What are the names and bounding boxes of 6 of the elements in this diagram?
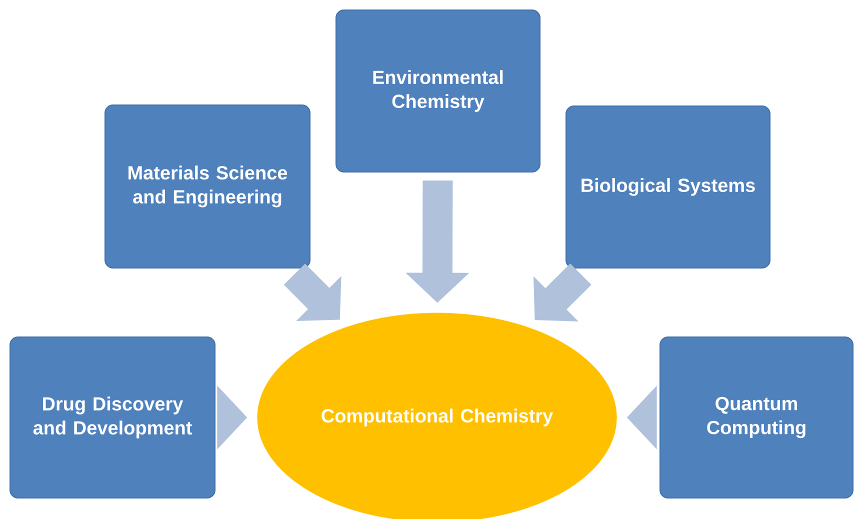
- ellipse-node: Computational Chemistry: [257, 312, 617, 519]
- process-box: Biological Systems: [566, 106, 770, 268]
- process-box: Quantum Computing: [660, 336, 854, 498]
- process-box: Materials Science and Engineering: [104, 104, 310, 268]
- process-box: Drug Discovery and Development: [10, 336, 216, 498]
- process-box: Environmental Chemistry: [336, 10, 540, 172]
